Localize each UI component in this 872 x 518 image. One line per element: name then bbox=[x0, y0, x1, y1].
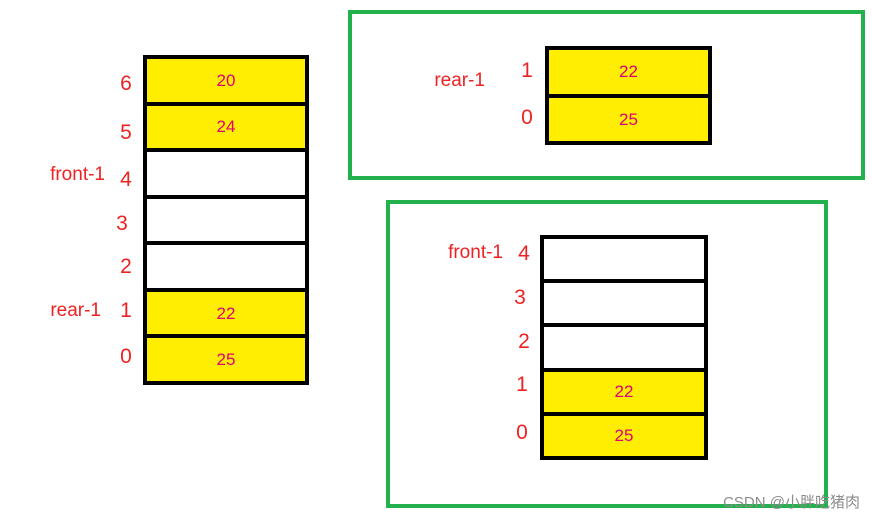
top-right-cell-1: 22 bbox=[549, 50, 708, 94]
left-index-4: 4 bbox=[120, 168, 132, 191]
left-index-5: 5 bbox=[120, 121, 132, 144]
left-stack: 20 24 22 25 bbox=[143, 55, 309, 385]
left-cell-1-value: 22 bbox=[216, 303, 236, 323]
top-right-index-1: 1 bbox=[521, 59, 533, 82]
left-cell-1: 22 bbox=[147, 291, 305, 335]
top-right-index-0: 0 bbox=[521, 106, 533, 129]
bottom-right-index-3: 3 bbox=[514, 286, 526, 309]
top-right-stack: 22 25 bbox=[545, 46, 712, 145]
bottom-right-index-4: 4 bbox=[518, 242, 530, 265]
watermark: CSDN @小胖吃猪肉 bbox=[723, 494, 860, 511]
bottom-right-cell-3 bbox=[544, 283, 704, 324]
top-right-cell-0-value: 25 bbox=[619, 109, 638, 129]
left-index-3: 3 bbox=[116, 212, 128, 235]
bottom-right-index-0: 0 bbox=[516, 421, 528, 444]
left-front-pointer-label: front-1 bbox=[50, 164, 105, 185]
left-rear-pointer-label: rear-1 bbox=[50, 300, 101, 321]
bottom-right-cell-0-value: 25 bbox=[614, 426, 634, 446]
bottom-right-index-1: 1 bbox=[516, 373, 528, 396]
left-cell-5-value: 24 bbox=[216, 117, 236, 137]
bottom-right-front-pointer-label: front-1 bbox=[448, 242, 503, 263]
bottom-right-cell-1: 22 bbox=[544, 371, 704, 412]
left-cell-0: 25 bbox=[147, 338, 305, 382]
left-index-1: 1 bbox=[120, 299, 132, 322]
left-cell-6: 20 bbox=[147, 59, 305, 102]
top-right-frame bbox=[348, 10, 865, 180]
bottom-right-cell-1-value: 22 bbox=[614, 382, 634, 402]
left-cell-6-value: 20 bbox=[216, 70, 236, 90]
bottom-right-cell-0: 25 bbox=[544, 415, 704, 457]
top-right-cell-1-value: 22 bbox=[619, 62, 638, 82]
left-index-6: 6 bbox=[120, 72, 132, 95]
bottom-right-cell-2 bbox=[544, 327, 704, 368]
bottom-right-frame bbox=[386, 200, 828, 508]
left-cell-3 bbox=[147, 198, 305, 242]
left-index-2: 2 bbox=[120, 255, 132, 278]
left-cell-4 bbox=[147, 152, 305, 195]
left-cell-2 bbox=[147, 245, 305, 288]
left-index-0: 0 bbox=[120, 345, 132, 368]
bottom-right-cell-4 bbox=[544, 239, 704, 280]
bottom-right-stack: 22 25 bbox=[540, 235, 708, 460]
left-cell-0-value: 25 bbox=[216, 350, 236, 370]
top-right-cell-0: 25 bbox=[549, 97, 708, 141]
left-cell-5: 24 bbox=[147, 105, 305, 149]
top-right-rear-pointer-label: rear-1 bbox=[434, 70, 485, 91]
bottom-right-index-2: 2 bbox=[518, 330, 530, 353]
